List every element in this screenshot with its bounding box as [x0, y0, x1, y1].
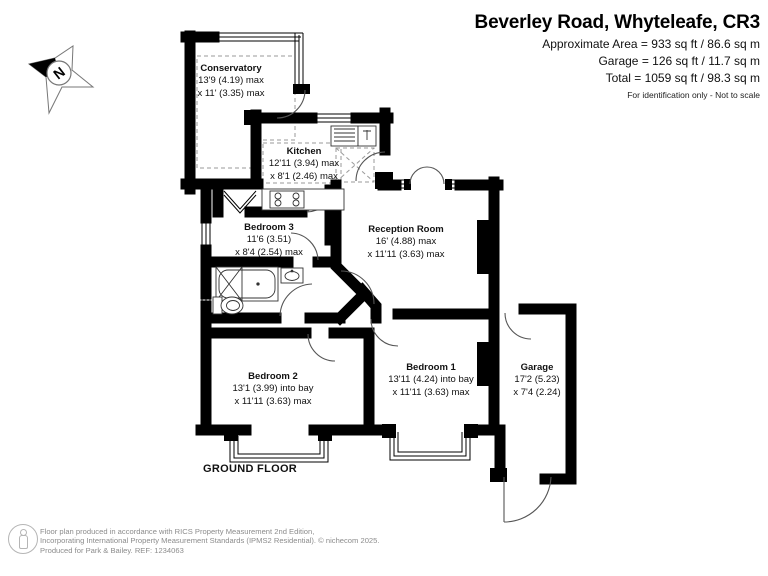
kitchen-corner-block [244, 110, 259, 125]
room-dim: x 11'11 (3.63) max [392, 386, 470, 398]
kitchen-cupboard-dashed [335, 147, 375, 183]
garage-main-door-arc [503, 476, 552, 523]
nichecom-logo-icon [8, 524, 38, 554]
compass-circle [46, 60, 72, 86]
bed3-chevron-window [223, 190, 257, 214]
room-dim: x 8'1 (2.46) max [270, 170, 338, 182]
windows [196, 32, 471, 463]
hob-ring-1 [274, 192, 282, 200]
conservatory-glazing-top [196, 32, 303, 42]
hob-ring-3 [274, 199, 282, 207]
bath-drain [256, 282, 260, 286]
footer-line-1: Floor plan produced in accordance with R… [40, 527, 315, 536]
bathtub-inner [218, 269, 276, 299]
bed2-bay-block-left [224, 427, 238, 441]
conservatory-glazing-end-block [293, 84, 310, 94]
bed1-door-arc [370, 318, 399, 347]
room-dim: 16' (4.88) max [375, 236, 437, 248]
fixtures [212, 125, 377, 315]
hob [269, 190, 305, 209]
wall-bed1-top-left [354, 282, 382, 324]
room-label-reception: Reception Room 16' (4.88) max x 11'11 (3… [368, 224, 445, 261]
basin-bowl [284, 271, 300, 281]
garage-side-door-arc [504, 312, 532, 340]
room-label-garage: Garage 17'2 (5.23) x 7'4 (2.24) [513, 362, 560, 399]
reception-french-doors-arc [409, 166, 445, 185]
room-dim: 13'11 (4.24) into bay [388, 374, 474, 386]
sink-drainer-lines [334, 128, 355, 142]
room-label-bedroom3: Bedroom 3 11'6 (3.51) x 8'4 (2.54) max [235, 222, 303, 259]
french-door-hinge-left [404, 179, 411, 190]
conservatory-door-arc [276, 89, 306, 119]
room-dim: 17'2 (5.23) [514, 374, 560, 386]
bed3-left-window [201, 218, 211, 250]
door-arcs [276, 89, 552, 523]
wall-hall-diagonal-2 [332, 288, 370, 326]
room-label-conservatory: Conservatory 13'9 (4.19) max x 11' (3.35… [197, 63, 264, 100]
approximate-area-line: Approximate Area = 933 sq ft / 86.6 sq m [542, 37, 760, 51]
kitchen-cupboard-x [335, 147, 375, 183]
reception-window-left [396, 179, 404, 189]
floor-title: GROUND FLOOR [203, 463, 298, 475]
room-dim: 13'9 (4.19) max [198, 75, 264, 87]
reception-door-arc [340, 270, 375, 305]
reception-window-right [452, 179, 460, 189]
room-name: Reception Room [368, 224, 444, 235]
room-dim: x 8'4 (2.54) max [235, 246, 303, 258]
compass-rose: N [27, 45, 95, 115]
room-name: Bedroom 2 [248, 371, 298, 382]
conservatory-glazing-right [294, 33, 304, 88]
kitchen-reception-corner-block [375, 172, 393, 189]
walls [180, 30, 577, 485]
room-name: Conservatory [200, 63, 262, 74]
bed1-chimney-breast [477, 342, 490, 386]
reception-chimney-breast [477, 220, 490, 274]
room-dim: x 11'11 (3.63) max [367, 248, 445, 260]
room-label-bedroom2: Bedroom 2 13'1 (3.99) into bay x 11'11 (… [232, 371, 313, 408]
logo-person-body [19, 535, 28, 549]
total-area-line: Total = 1059 sq ft / 98.3 sq m [605, 71, 760, 85]
room-name: Garage [520, 362, 554, 373]
bed2-bay-window [229, 436, 329, 463]
room-name: Bedroom 1 [406, 362, 456, 373]
bed2-door-arc [307, 333, 336, 362]
property-title: Beverley Road, Whyteleafe, CR3 [474, 12, 761, 33]
room-dim: x 11' (3.35) max [197, 87, 265, 99]
room-dim: 13'1 (3.99) into bay [232, 383, 314, 395]
bed1-bay-block-left [382, 424, 396, 438]
bed1-bay-window [389, 432, 471, 461]
kitchen-dashed-extent [262, 142, 342, 184]
hob-ring-4 [292, 199, 300, 207]
bathroom-window [201, 294, 211, 306]
french-door-hinge-right [445, 179, 452, 190]
room-dim: x 7'4 (2.24) [513, 386, 561, 398]
room-label-bedroom1: Bedroom 1 13'11 (4.24) into bay x 11'11 … [388, 362, 474, 399]
toilet-bowl-inner [226, 300, 240, 311]
footer-line-2: Incorporating International Property Mea… [40, 536, 380, 546]
hob-ring-2 [292, 192, 300, 200]
shower-screen-x [215, 266, 243, 302]
room-dim: 12'11 (3.94) max [268, 158, 340, 170]
garage-corner-block [490, 468, 507, 482]
footer-line-3: Produced for Park & Bailey. REF: 1234063 [40, 545, 184, 555]
room-name: Bedroom 3 [244, 222, 294, 233]
room-dim: 11'6 (3.51) [246, 234, 292, 246]
footer-disclaimer: Floor plan produced in accordance with R… [40, 527, 379, 555]
bed3-door-arc [290, 232, 319, 261]
bed1-bay-block-right [464, 424, 478, 438]
wall-blocks [224, 84, 507, 482]
kitchen-window [312, 113, 356, 123]
room-name: Kitchen [286, 146, 322, 157]
room-dim: x 11'11 (3.63) max [234, 395, 312, 407]
room-label-kitchen: Kitchen 12'11 (3.94) max x 8'1 (2.46) ma… [269, 146, 339, 183]
sink-tap-icon [363, 130, 371, 140]
kitchen-reception-door-arc [355, 151, 386, 182]
basin-tap [290, 269, 294, 273]
disclaimer-note: For identification only - Not to scale [627, 90, 760, 100]
wall-hall-diagonal-1 [330, 246, 368, 298]
garage-area-line: Garage = 126 sq ft / 11.7 sq m [598, 54, 760, 68]
header: Beverley Road, Whyteleafe, CR3 Approxima… [474, 12, 761, 100]
bathroom-door-arc [279, 283, 313, 317]
